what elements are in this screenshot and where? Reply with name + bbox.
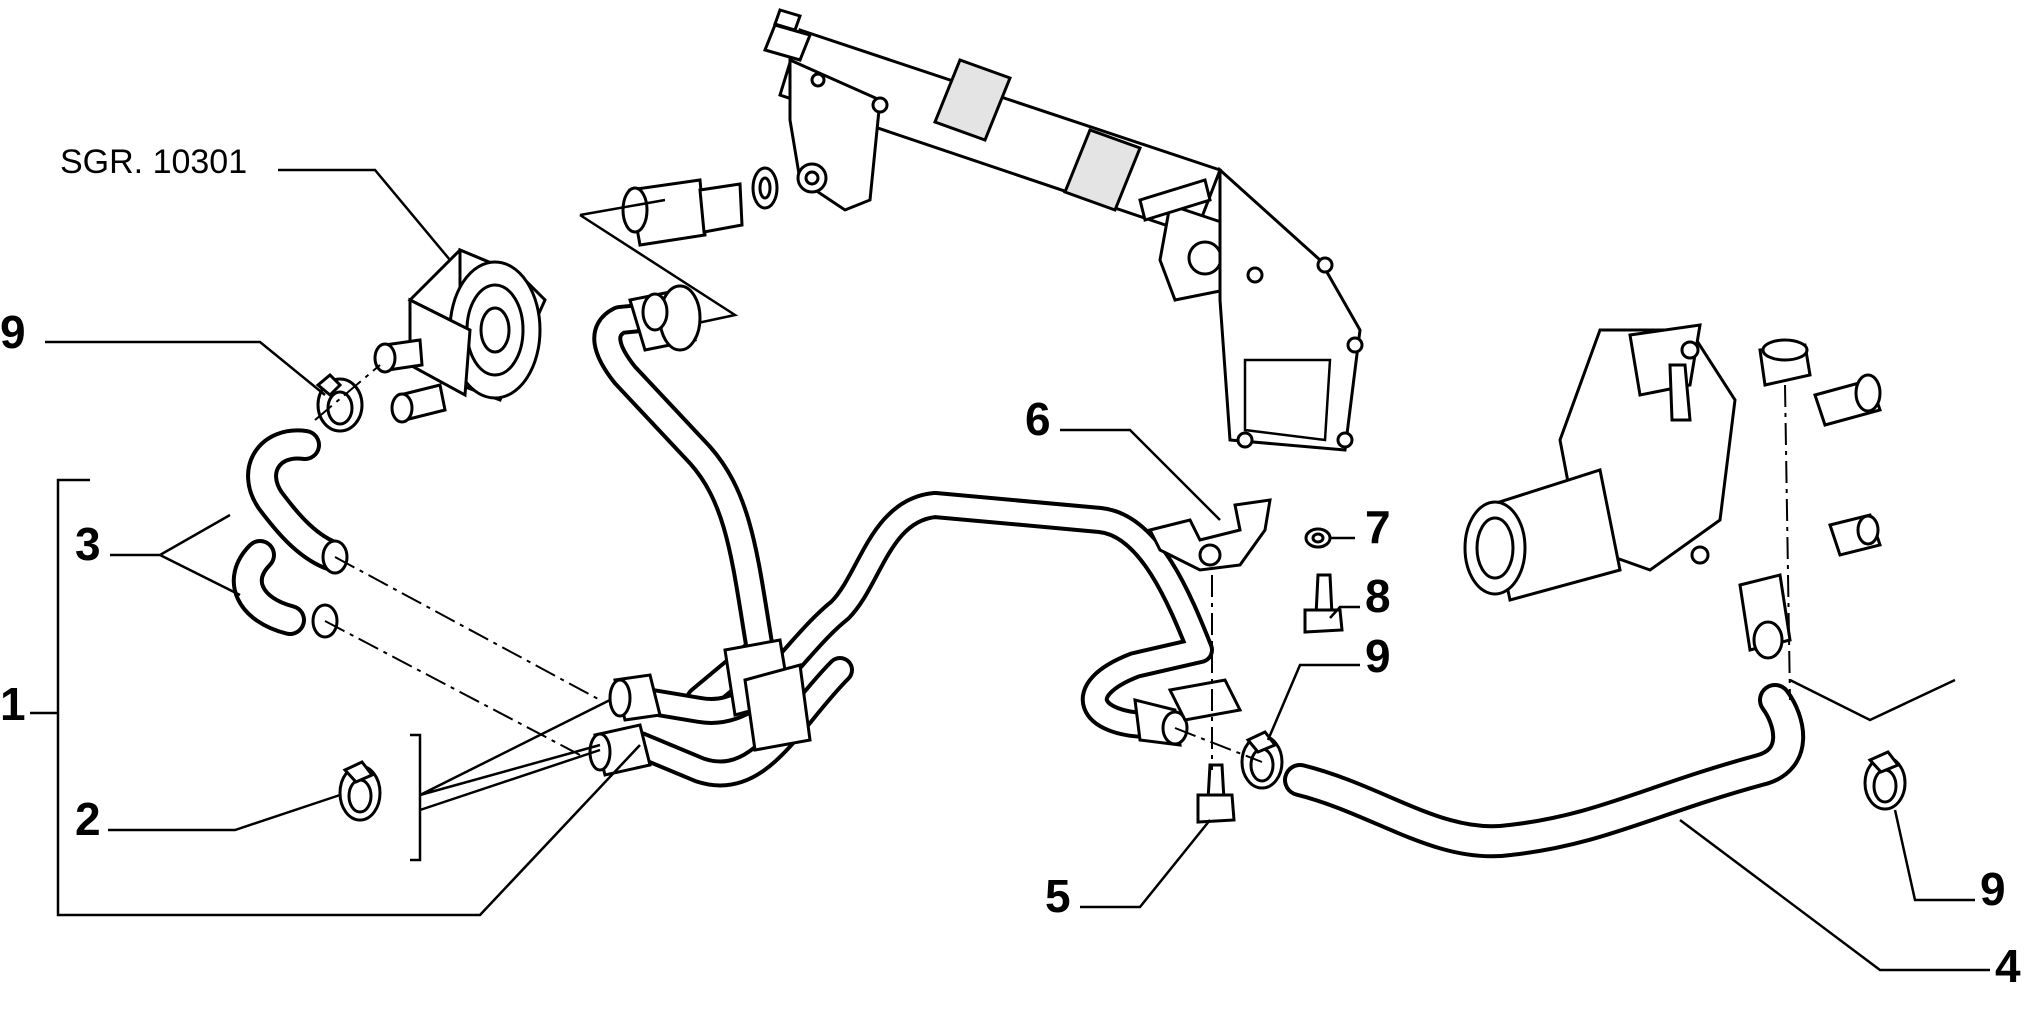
callout-1: 1 xyxy=(0,678,26,730)
bracket-6 xyxy=(1147,498,1272,722)
callout-5: 5 xyxy=(1045,870,1071,922)
twin-pipe-assembly xyxy=(588,491,1214,788)
callout-4: 4 xyxy=(1995,940,2021,992)
bolt-8 xyxy=(1303,573,1344,634)
washer-7 xyxy=(1304,527,1332,549)
reference-label: SGR. 10301 xyxy=(60,143,247,181)
callout-2: 2 xyxy=(75,793,101,845)
clamp-2 xyxy=(338,760,382,822)
callout-7: 7 xyxy=(1365,501,1391,553)
hose-4 xyxy=(1283,683,1806,859)
coolant-pipe-upper xyxy=(592,300,775,715)
assembly-axis-lines xyxy=(314,364,1791,770)
callout-9-center: 9 xyxy=(1365,630,1391,682)
pipe-end-cap xyxy=(628,284,702,352)
oil-cooler xyxy=(373,247,547,424)
clamp-9-right xyxy=(1863,750,1907,811)
leader-lines xyxy=(30,168,1990,972)
hose-3-lower xyxy=(231,539,339,639)
callout-9-right: 9 xyxy=(1980,863,2006,915)
callout-8: 8 xyxy=(1365,570,1391,622)
clamp-9-center xyxy=(1240,730,1284,790)
union-fitting xyxy=(621,166,779,247)
callout-3: 3 xyxy=(75,518,101,570)
clamp-9-left xyxy=(315,372,364,433)
thermostat-housing xyxy=(1463,323,1882,660)
hose-3-upper xyxy=(246,428,349,575)
callout-9-top-left: 9 xyxy=(0,306,26,358)
callout-6: 6 xyxy=(1025,393,1051,445)
bolt-5 xyxy=(1196,763,1236,824)
coolant-rail xyxy=(762,8,1364,452)
